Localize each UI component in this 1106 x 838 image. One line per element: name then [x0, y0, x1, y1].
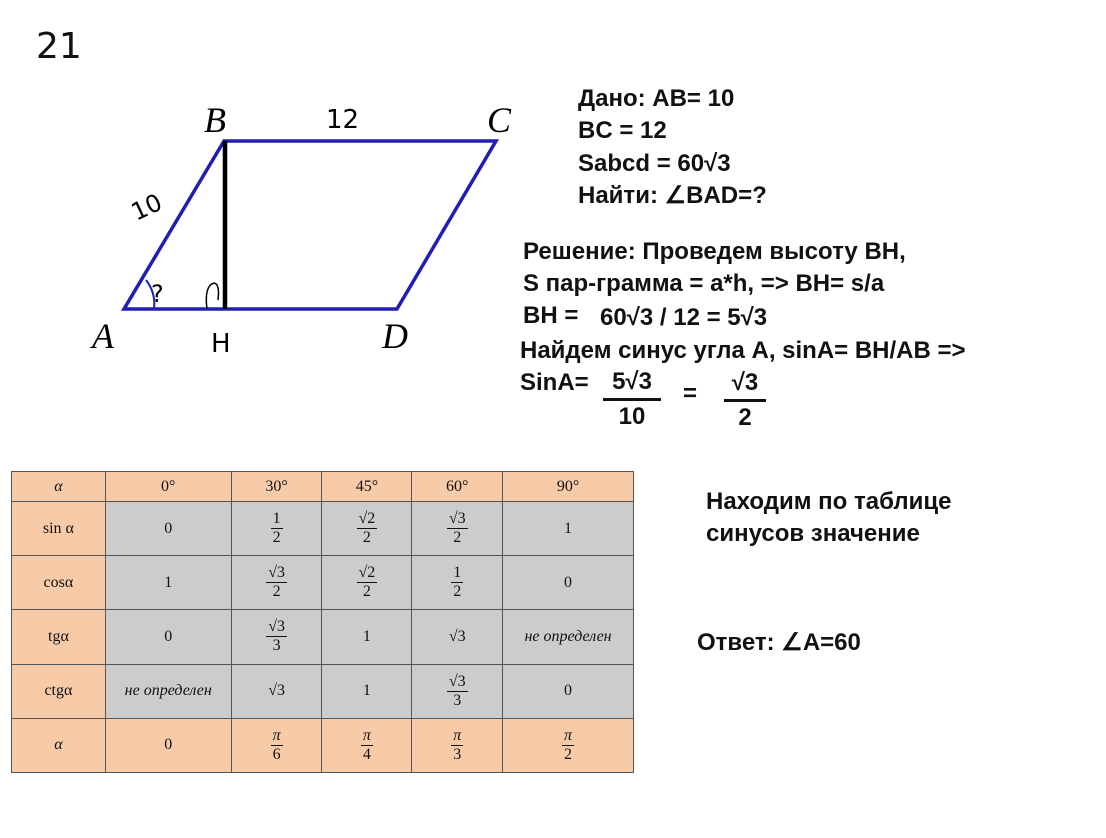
header-alpha: α	[11, 471, 106, 502]
row-label-cos: cosα	[11, 555, 106, 611]
row-label-tg: tgα	[11, 609, 106, 665]
vertex-label-a: A	[90, 316, 115, 356]
sin-fraction-2-denominator: 2	[738, 404, 752, 431]
header-45deg: 45°	[321, 471, 413, 502]
ctg-90: 0	[502, 663, 634, 719]
sin-fraction-1-numerator: 5√3	[612, 368, 652, 395]
side-label-bc: 12	[326, 105, 359, 135]
angle-arc-a	[145, 279, 156, 310]
cos-90: 0	[502, 555, 634, 611]
header-0deg: 0°	[104, 471, 232, 502]
sin-fraction-1: 5√3 10	[603, 368, 661, 431]
sin-fraction-2: √3 2	[724, 369, 766, 432]
tg-90: не определен	[502, 609, 634, 665]
ctg-0: не определен	[104, 663, 232, 719]
note-line-1: Находим по таблице	[706, 488, 952, 515]
problem-number: 21	[36, 26, 82, 67]
tg-60: √3	[411, 609, 504, 665]
ctg-30: √3	[230, 663, 323, 719]
answer-text: Ответ: ∠A=60	[697, 629, 861, 656]
solution-line-1: Решение: Проведем высоту BH,	[523, 238, 906, 265]
table-header-row: α 0° 30° 45° 60° 90°	[11, 471, 634, 502]
row-label-ctg: ctgα	[11, 663, 106, 719]
note-line-2: синусов значение	[706, 520, 920, 547]
header-30deg: 30°	[230, 471, 323, 502]
solution-line-5-prefix: SinA=	[520, 369, 589, 396]
given-line-2: BC = 12	[578, 117, 667, 144]
sin-0: 0	[104, 500, 232, 557]
right-angle-mark	[205, 282, 220, 310]
ctg-45: 1	[321, 663, 413, 719]
solution-line-3-prefix: BH =	[523, 302, 579, 329]
cos-0: 1	[104, 555, 232, 611]
sin-fraction-1-denominator: 10	[618, 403, 646, 430]
solution-line-4: Найдем синус угла A, sinA= BH/AB =>	[520, 337, 966, 364]
equals-sign: =	[683, 380, 698, 407]
vertex-label-c: C	[487, 100, 512, 140]
rad-0: 0	[104, 717, 232, 774]
angle-question-mark: ?	[151, 280, 164, 308]
parallelogram-outline	[120, 139, 500, 311]
solution-line-2: S пар-грамма = a*h, => BH= s/a	[523, 270, 885, 297]
parallelogram-figure: A B C D H 10 12 ?	[90, 100, 512, 359]
row-label-sin: sin α	[11, 500, 106, 557]
sin-fraction-2-numerator: √3	[731, 369, 759, 396]
row-label-alpha: α	[11, 717, 106, 774]
side-label-ab: 10	[127, 188, 167, 226]
header-60deg: 60°	[411, 471, 504, 502]
sin-90: 1	[502, 500, 634, 557]
solution-line-3-expr: 60√3 / 12 = 5√3	[600, 304, 768, 331]
given-line-4: Найти: ∠BAD=?	[578, 182, 767, 209]
tg-0: 0	[104, 609, 232, 665]
tg-45: 1	[321, 609, 413, 665]
foot-label-h: H	[211, 329, 231, 359]
header-90deg: 90°	[502, 471, 634, 502]
vertex-label-b: B	[204, 100, 226, 140]
vertex-label-d: D	[381, 316, 408, 356]
given-line-3: Sabcd = 60√3	[578, 150, 731, 177]
given-line-1: Дано: AB= 10	[578, 85, 735, 112]
